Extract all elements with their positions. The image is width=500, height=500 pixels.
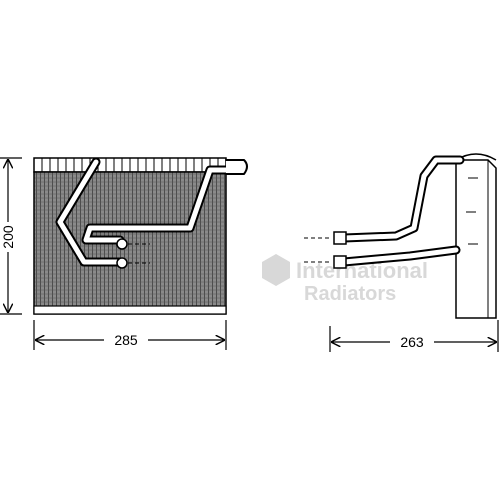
side-view: 263: [304, 153, 499, 352]
side-body: [455, 159, 497, 319]
bottom-header-tank: [33, 305, 227, 315]
evaporator-core: [33, 171, 227, 315]
pipe-fittings: [116, 238, 128, 269]
watermark-logo: [262, 254, 290, 286]
front-pipes: [55, 157, 248, 267]
height-dimension-label: 200: [0, 225, 16, 249]
width-dimension-label: 285: [114, 332, 138, 348]
header-ribs: [41, 158, 219, 172]
depth-dimension-label: 263: [400, 334, 424, 350]
front-center-lines: [128, 243, 150, 264]
watermark-line2: Radiators: [304, 283, 396, 305]
side-pipes: [339, 155, 465, 267]
side-fittings: [333, 231, 347, 269]
side-body-marks: [466, 177, 478, 245]
watermark: International Radiators: [262, 254, 428, 305]
front-view: 200 285: [0, 157, 248, 350]
side-center-lines: [304, 237, 332, 263]
